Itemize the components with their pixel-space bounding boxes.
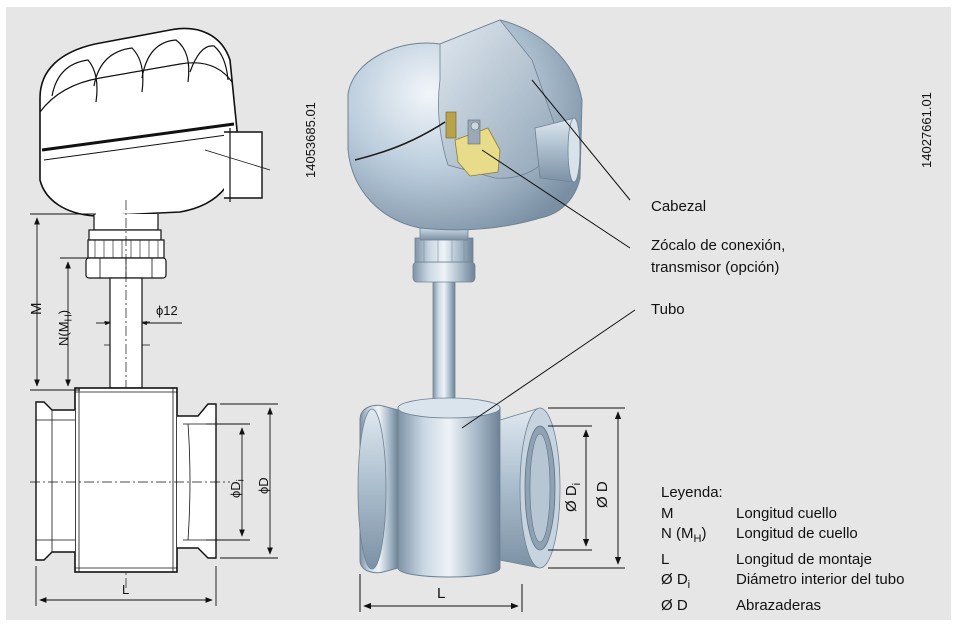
legend-key-tail: ) (701, 525, 707, 542)
dim-label-phiDi-sub: i (235, 479, 247, 482)
legend-text: Longitud de montaje (736, 550, 872, 568)
rendered-meter (347, 19, 583, 578)
dim-label-M: M (28, 302, 45, 316)
callout-socket-line1: Zócalo de conexión, (651, 237, 786, 254)
legend-key-main: N (M (661, 525, 694, 542)
drawing-head (39, 27, 271, 217)
legend-key: L (661, 550, 736, 571)
legend-key-main: M (661, 504, 674, 522)
render-dimensions (359, 407, 625, 612)
legend-row: Ø D Abrazaderas (661, 596, 904, 617)
legend-key: M (661, 504, 736, 525)
legend-key: Ø D (661, 596, 736, 617)
legend-key: N (MH) (661, 524, 736, 550)
drawing-code-right: 14027661.01 (919, 92, 934, 168)
render-label-D: Ø D (594, 481, 611, 508)
drawing-body (30, 387, 230, 573)
technical-drawing (30, 27, 278, 606)
legend-key-main: Ø D (661, 571, 688, 588)
dim-label-N-main: N(M (56, 321, 71, 346)
legend-key-main: L (661, 550, 670, 568)
dim-label-N: N(MH) (56, 310, 75, 346)
drawing-code-left: 14053685.01 (303, 102, 318, 178)
legend-text: Longitud de cuello (736, 525, 858, 542)
legend-title: Leyenda: (661, 484, 723, 501)
render-label-Di: Ø Di (563, 483, 583, 512)
render-label-L: L (437, 585, 446, 602)
legend-text: Diámetro interior del tubo (736, 571, 905, 588)
callout-socket-line2: transmisor (opción) (651, 259, 780, 276)
dim-label-phiDi: ϕDi (228, 479, 247, 498)
legend-key-sub: H (693, 533, 702, 545)
render-label-Di-sub: i (571, 482, 583, 486)
legend-key: Ø Di (661, 570, 736, 596)
dim-label-L-left: L (122, 582, 130, 597)
legend-key-sub: i (687, 579, 691, 591)
legend-row: L Longitud de montaje (661, 550, 904, 571)
legend: Leyenda: M Longitud cuello N (MH) Longit… (661, 483, 904, 616)
legend-row: Ø Di Diámetro interior del tubo (661, 570, 904, 596)
render-label-Di-main: Ø D (563, 485, 580, 512)
drawing-dimensions (30, 213, 278, 606)
dim-label-N-close: ) (56, 309, 71, 315)
callout-head: Cabezal (651, 198, 707, 215)
dim-label-N-sub: H (63, 314, 75, 322)
legend-row: M Longitud cuello (661, 504, 904, 525)
callout-tube: Tubo (651, 301, 685, 318)
legend-row: N (MH) Longitud de cuello (661, 524, 904, 550)
dim-label-phiD: ϕD (256, 477, 271, 494)
legend-key-main: Ø D (661, 596, 688, 614)
dim-label-phi12: ϕ12 (156, 303, 178, 318)
callout-lines (461, 79, 636, 429)
dim-label-phiDi-main: ϕD (228, 481, 243, 498)
legend-text: Abrazaderas (736, 596, 822, 614)
legend-text: Longitud cuello (736, 504, 837, 522)
